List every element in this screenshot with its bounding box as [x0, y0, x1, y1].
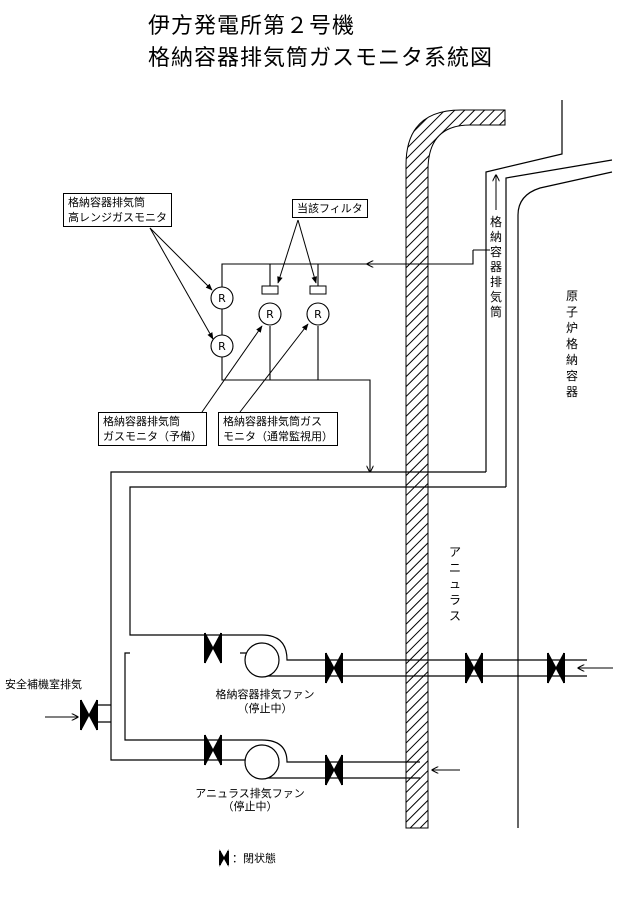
legend-valve-icon: [219, 849, 229, 867]
closed-valve-icon: [325, 754, 343, 786]
closed-valve-icon: [325, 652, 343, 684]
target-filter-label: 当該フィルタ: [292, 199, 368, 218]
closed-valve-icon: [80, 699, 98, 731]
safety-aux-exhaust-label: 安全補機室排気: [5, 677, 82, 691]
closed-valve-icon: [204, 632, 222, 664]
normal-monitor-label: 格納容器排気筒ガス モニタ（通常監視用）: [218, 412, 338, 446]
closed-valve-icon: [465, 652, 483, 684]
annulus-exhaust-fan: [240, 739, 420, 780]
stack-label-char: 器: [490, 260, 502, 274]
leader-lines: [149, 219, 317, 413]
diagram-title-line2: 格納容器排気筒ガスモニタ系統図: [148, 46, 494, 71]
svg-text:R: R: [218, 292, 226, 305]
high-range-monitor-label: 格納容器排気筒 高レンジガスモニタ: [63, 193, 172, 227]
stack-label-char: 筒: [490, 304, 502, 319]
annulus-label-char: ラ: [449, 593, 461, 607]
diagram-title-line1: 伊方発電所第２号機: [148, 14, 356, 39]
stack-label-char: 格: [490, 214, 502, 229]
filter-spare: [261, 285, 279, 295]
containment-label-char: 器: [566, 385, 578, 399]
stack-label-char: 納: [490, 230, 502, 244]
monitor-normal: R: [306, 302, 330, 326]
stack-label-char: 容: [490, 244, 502, 259]
stack-label-char: 気: [490, 289, 502, 304]
containment-label-char: 原: [566, 289, 578, 303]
monitor-high-range-2: R: [210, 334, 234, 358]
legend-closed-valve-icon: [219, 849, 229, 867]
annulus-label: アニュラス: [449, 545, 461, 623]
annulus-label-char: ス: [449, 609, 461, 623]
annulus-label-char: ア: [449, 545, 461, 559]
svg-text:R: R: [266, 308, 274, 321]
legend-label: ：閉状態: [232, 851, 276, 865]
stack-label: 格納容器排気筒: [490, 214, 502, 319]
cv-exhaust-fan: [240, 634, 587, 678]
exhaust-stack: [485, 100, 613, 487]
annulus-label-char: ュ: [449, 577, 461, 591]
stack-label-char: 排: [490, 275, 502, 289]
monitor-spare: R: [258, 302, 282, 326]
containment-label-char: 容: [566, 368, 578, 383]
containment-label-char: 納: [566, 353, 578, 367]
svg-text:R: R: [218, 340, 226, 353]
annulus-fan-label: アニュラス排気ファン: [195, 786, 305, 800]
containment-vessel-wall: [517, 171, 613, 828]
annulus-wall: [405, 109, 506, 829]
spare-monitor-label: 格納容器排気筒 ガスモニタ（予備）: [98, 412, 207, 446]
cv-fan-status: （停止中）: [238, 701, 293, 715]
svg-text:R: R: [314, 308, 322, 321]
containment-label-char: 炉: [566, 321, 578, 335]
closed-valves: [80, 632, 565, 786]
cv-fan-label: 格納容器排気ファン: [216, 687, 315, 701]
main-duct: [94, 471, 506, 761]
annulus-fan-status: （停止中）: [223, 799, 278, 813]
containment-label-char: 格: [566, 336, 578, 351]
annulus-label-char: ニ: [449, 561, 461, 575]
closed-valve-icon: [547, 652, 565, 684]
containment-label-char: 子: [566, 305, 578, 319]
monitor-high-range-1: R: [210, 286, 234, 310]
sampling-line: [221, 249, 490, 470]
filter-normal: [309, 285, 327, 295]
